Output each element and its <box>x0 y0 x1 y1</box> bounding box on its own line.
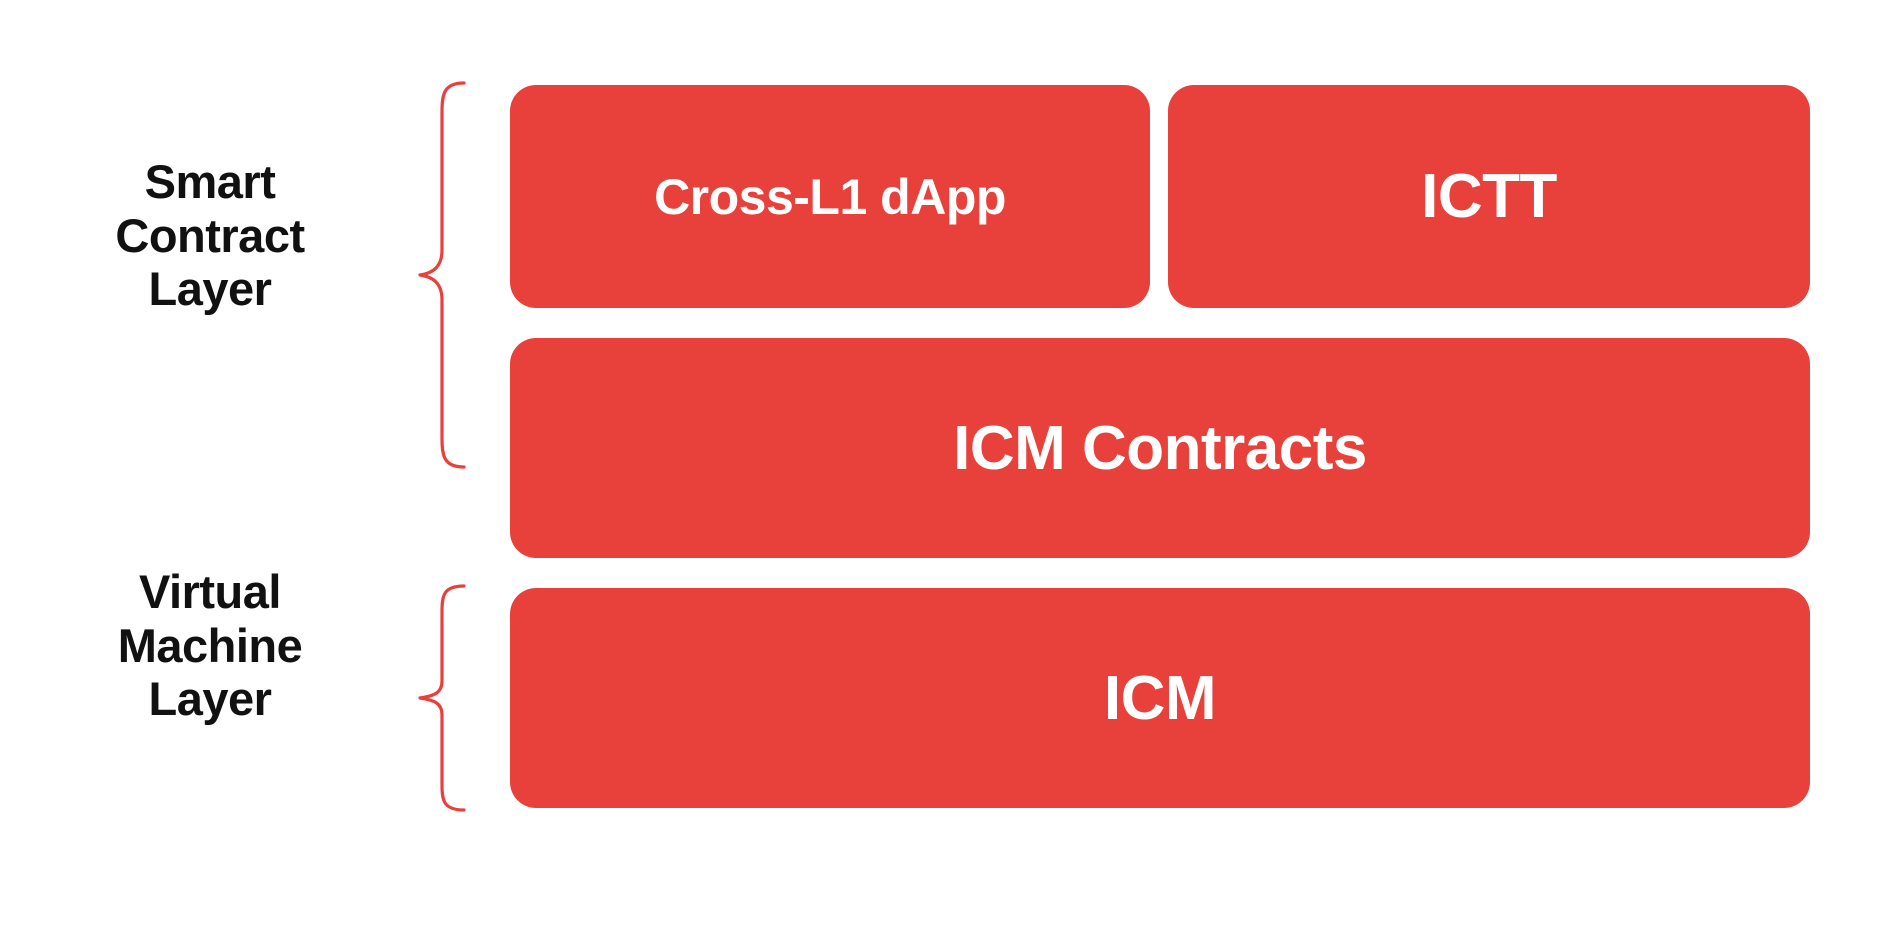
node-box-icm[interactable]: ICM <box>510 588 1810 808</box>
node-box-ictt[interactable]: ICTT <box>1168 85 1810 308</box>
node-label-icm-contracts: ICM Contracts <box>953 413 1367 483</box>
curly-brace-smart-contract-icon <box>418 81 466 469</box>
node-label-icm: ICM <box>1103 663 1217 733</box>
layer-label-virtual-machine: Virtual Machine Layer <box>117 565 303 726</box>
node-label-ictt: ICTT <box>1421 162 1557 231</box>
node-label-cross-l1-dapp: Cross-L1 dApp <box>654 168 1006 225</box>
layer-label-smart-contract: Smart Contract Layer <box>115 155 305 316</box>
node-box-icm-contracts[interactable]: ICM Contracts <box>510 338 1810 558</box>
curly-brace-virtual-machine-icon <box>418 584 466 812</box>
node-box-cross-l1-dapp[interactable]: Cross-L1 dApp <box>510 85 1150 308</box>
